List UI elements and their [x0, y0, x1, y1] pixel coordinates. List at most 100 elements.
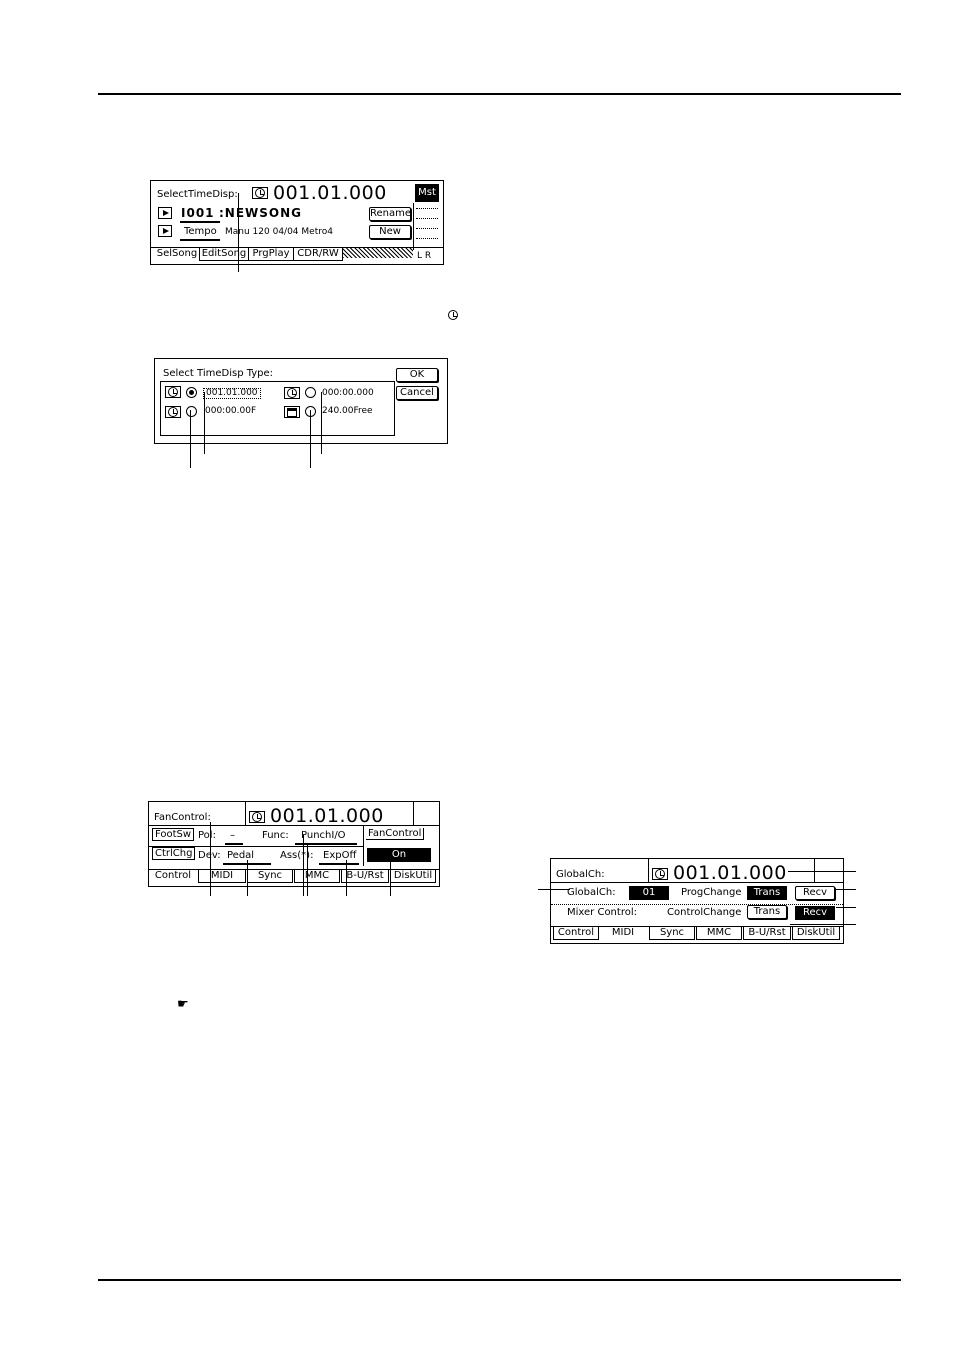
time-counter: 001.01.000 — [270, 805, 384, 827]
radio-option-2[interactable] — [186, 406, 197, 417]
tab-diskutil[interactable]: DiskUtil — [390, 870, 436, 883]
time-disp-selector[interactable] — [252, 187, 268, 199]
tab-cdrrw[interactable]: CDR/RW — [293, 248, 343, 261]
callout-line — [238, 193, 239, 272]
footsw-tab[interactable]: FootSw — [152, 828, 195, 841]
clock-icon-box — [165, 406, 181, 418]
clock-icon — [448, 310, 458, 320]
dialog-title: Select TimeDisp Type: — [163, 368, 274, 379]
callout-line — [834, 889, 856, 890]
callout-line — [210, 822, 211, 896]
timedisp-type-dialog: Select TimeDisp Type: OK Cancel 001.01.0… — [154, 358, 448, 444]
ass-value[interactable]: ExpOff — [323, 850, 357, 861]
tab-selsong[interactable]: SelSong — [155, 248, 199, 260]
tab-bu-rst[interactable]: B-U/Rst — [743, 927, 791, 940]
tab-midi[interactable]: MIDI — [198, 870, 246, 883]
tempo-label[interactable]: Tempo — [184, 226, 217, 237]
screen4-tabs: Control MIDI Sync MMC B-U/Rst DiskUtil — [551, 926, 843, 943]
tab-editsong[interactable]: EditSong — [199, 248, 249, 261]
options-panel — [160, 381, 395, 436]
radio-option-3[interactable] — [305, 387, 316, 398]
cancel-button[interactable]: Cancel — [396, 386, 438, 400]
top-rule — [98, 93, 901, 95]
tab-prgplay[interactable]: PrgPlay — [248, 248, 294, 261]
option-4-label: 240.00Free — [322, 406, 373, 416]
fancontrol-label: FanControl — [366, 828, 425, 840]
callout-line — [790, 924, 856, 925]
ctrlchg-tab[interactable]: CtrlChg — [152, 847, 196, 860]
controlchange-trans[interactable]: Trans — [747, 905, 787, 919]
note-hand-icon: ☛ — [177, 997, 189, 1012]
progchange-label: ProgChange — [681, 887, 742, 898]
controlchange-recv[interactable]: Recv — [795, 906, 835, 920]
tab-mmc[interactable]: MMC — [696, 927, 742, 940]
screen-title: GlobalCh: — [556, 869, 605, 880]
clock-icon-box — [652, 868, 668, 880]
tab-bu-rst[interactable]: B-U/Rst — [341, 870, 389, 883]
song-play-button[interactable] — [158, 207, 172, 219]
tab-control[interactable]: Control — [151, 870, 195, 882]
callout-line — [303, 835, 304, 896]
globalch-value[interactable]: 01 — [629, 886, 669, 900]
metronome-icon — [287, 407, 297, 417]
tab-midi[interactable]: MIDI — [600, 927, 646, 939]
progchange-recv[interactable]: Recv — [795, 886, 835, 900]
song-name: :NEWSONG — [219, 206, 303, 220]
ok-button[interactable]: OK — [396, 368, 438, 382]
dev-value[interactable]: Pedal — [227, 850, 255, 861]
callout-line — [836, 907, 856, 908]
tab-control[interactable]: Control — [553, 927, 599, 940]
new-button[interactable]: New — [369, 225, 411, 239]
callout-line — [538, 889, 570, 890]
clock-icon — [255, 188, 265, 198]
tab-mmc[interactable]: MMC — [294, 870, 340, 883]
tempo-info: Manu 120 04/04 Metro4 — [225, 227, 333, 237]
controlchange-label: ControlChange — [667, 907, 742, 918]
song-number[interactable]: I001 — [181, 206, 215, 220]
lr-label: L R — [417, 251, 432, 261]
clock-icon — [168, 407, 178, 417]
tab-sync[interactable]: Sync — [247, 870, 293, 883]
clock-icon — [252, 812, 262, 822]
callout-line — [307, 843, 308, 896]
screen3-tabs: Control MIDI Sync MMC B-U/Rst DiskUtil — [149, 869, 439, 886]
ass-label: Ass(*): — [280, 850, 314, 861]
screen1-tabs: SelSong EditSong PrgPlay CDR/RW L R — [151, 247, 443, 264]
clock-icon — [287, 388, 297, 398]
option-1-label: 001.01.000 — [203, 388, 261, 399]
select-time-disp-screen: SelectTimeDisp: 001.01.000 Mst I001 :NEW… — [150, 180, 444, 265]
rename-button[interactable]: Rename — [369, 207, 412, 221]
func-label: Func: — [262, 830, 289, 841]
fan-on-button[interactable]: On — [367, 848, 431, 862]
fan-control-screen: FanControl: 001.01.000 FootSw Pol: – Fun… — [148, 801, 440, 887]
screen-title: FanControl: — [154, 812, 211, 823]
clock-icon-box — [249, 811, 265, 823]
mixer-control-label: Mixer Control: — [567, 907, 637, 918]
option-2-label: 000:00.00F — [205, 406, 257, 416]
callout-line — [310, 410, 311, 468]
global-channel-screen: GlobalCh: 001.01.000 GlobalCh: 01 ProgCh… — [550, 858, 844, 944]
callout-line — [321, 392, 322, 454]
callout-line — [788, 871, 856, 872]
screen-title: SelectTimeDisp: — [157, 189, 238, 200]
bottom-rule — [98, 1279, 901, 1281]
tab-hatch — [343, 248, 413, 258]
clock-icon — [168, 387, 178, 397]
tempo-play-button[interactable] — [158, 225, 172, 237]
callout-line — [390, 858, 391, 896]
dev-label: Dev: — [198, 851, 221, 861]
tab-diskutil[interactable]: DiskUtil — [792, 927, 840, 940]
pol-label: Pol: — [198, 830, 216, 841]
tab-sync[interactable]: Sync — [649, 927, 695, 940]
master-badge: Mst — [415, 184, 439, 202]
option-3-label: 000:00.000 — [322, 388, 374, 398]
callout-line — [204, 392, 205, 454]
radio-option-1[interactable] — [186, 387, 197, 398]
func-value[interactable]: PunchI/O — [301, 830, 346, 841]
tempo-icon-box — [284, 406, 300, 418]
callout-line — [190, 410, 191, 468]
progchange-trans[interactable]: Trans — [747, 886, 787, 900]
clock-icon — [655, 869, 665, 879]
pol-value[interactable]: – — [230, 830, 235, 841]
globalch-label: GlobalCh: — [567, 887, 616, 898]
